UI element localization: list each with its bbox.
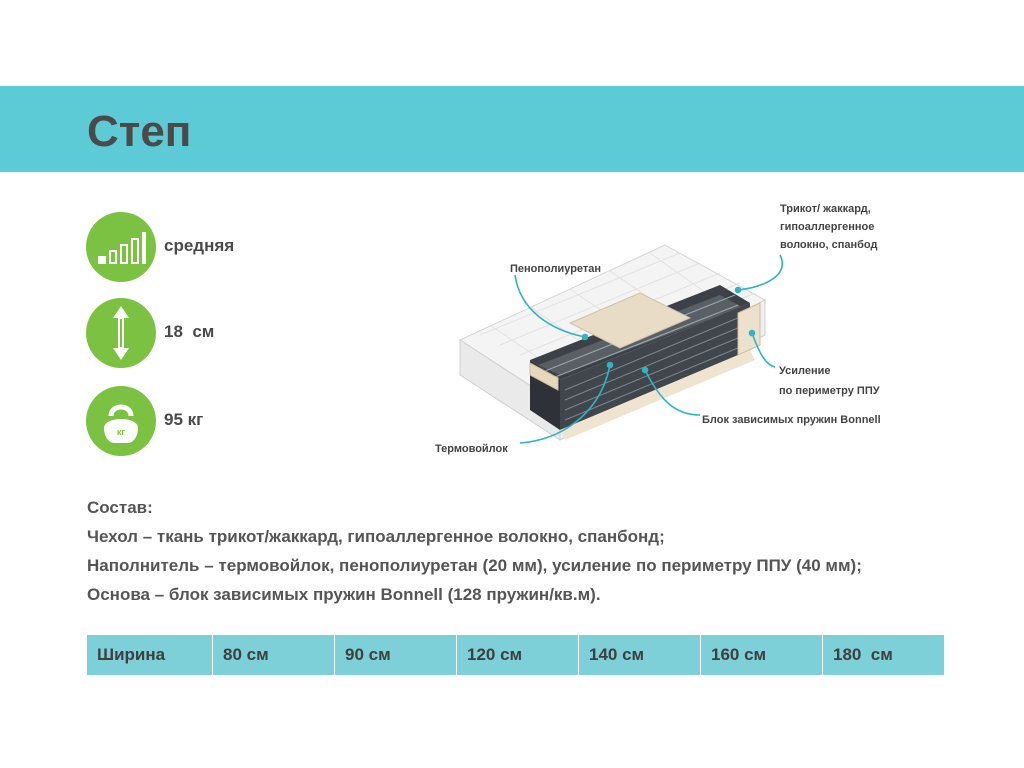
sizes-header-cell: Ширина: [86, 634, 213, 676]
height-arrow-icon: [86, 298, 156, 368]
callout-cover-line-1: Трикот/ жаккард,: [780, 203, 871, 215]
weight-badge: кг: [117, 427, 126, 437]
height-label: 18 см: [164, 322, 215, 341]
size-cell: 160 см: [700, 634, 823, 676]
callout-felt: Термовойлок: [435, 443, 508, 455]
callout-cover-line-3: волокно, спанбод: [780, 239, 878, 251]
composition-heading: Состав:: [87, 498, 153, 517]
table-row: Ширина 80 см 90 см 120 см 140 см 160 см …: [86, 634, 945, 676]
size-cell: 120 см: [456, 634, 579, 676]
size-cell: 80 см: [212, 634, 335, 676]
callout-reinforcement-line-2: по периметру ППУ: [779, 385, 880, 397]
size-cell: 140 см: [578, 634, 701, 676]
callout-cover-line-2: гипоаллергенное: [780, 221, 875, 233]
size-cell: 180 см: [822, 634, 945, 676]
spec-stiffness: средняя: [86, 212, 386, 284]
callout-cover: Трикот/ жаккард, гипоаллергенное волокно…: [780, 200, 877, 254]
composition-block: Состав: Чехол – ткань трикот/жаккард, ги…: [87, 493, 862, 609]
callout-reinforcement-line-1: Усиление: [779, 365, 831, 377]
header-band: [0, 86, 1024, 172]
composition-line: Чехол – ткань трикот/жаккард, гипоаллерг…: [87, 527, 665, 546]
stiffness-label: средняя: [164, 236, 235, 255]
mattress-illustration: [420, 195, 920, 470]
spec-height: 18 см: [86, 298, 386, 370]
spec-weight: кг 95 кг: [86, 386, 386, 458]
composition-line: Наполнитель – термовойлок, пенополиурета…: [87, 556, 862, 575]
weight-kettlebell-icon: кг: [86, 386, 156, 456]
stiffness-bars-icon: [86, 212, 156, 282]
sizes-table: Ширина 80 см 90 см 120 см 140 см 160 см …: [86, 634, 945, 676]
weight-label: 95 кг: [164, 410, 204, 429]
page-title: Степ: [87, 107, 192, 156]
callout-reinforcement: Усиление по периметру ППУ: [779, 361, 880, 401]
callout-springs: Блок зависимых пружин Bonnell: [702, 414, 881, 426]
composition-line: Основа – блок зависимых пружин Bonnell (…: [87, 585, 601, 604]
size-cell: 90 см: [334, 634, 457, 676]
callout-foam: Пенополиуретан: [510, 263, 602, 275]
